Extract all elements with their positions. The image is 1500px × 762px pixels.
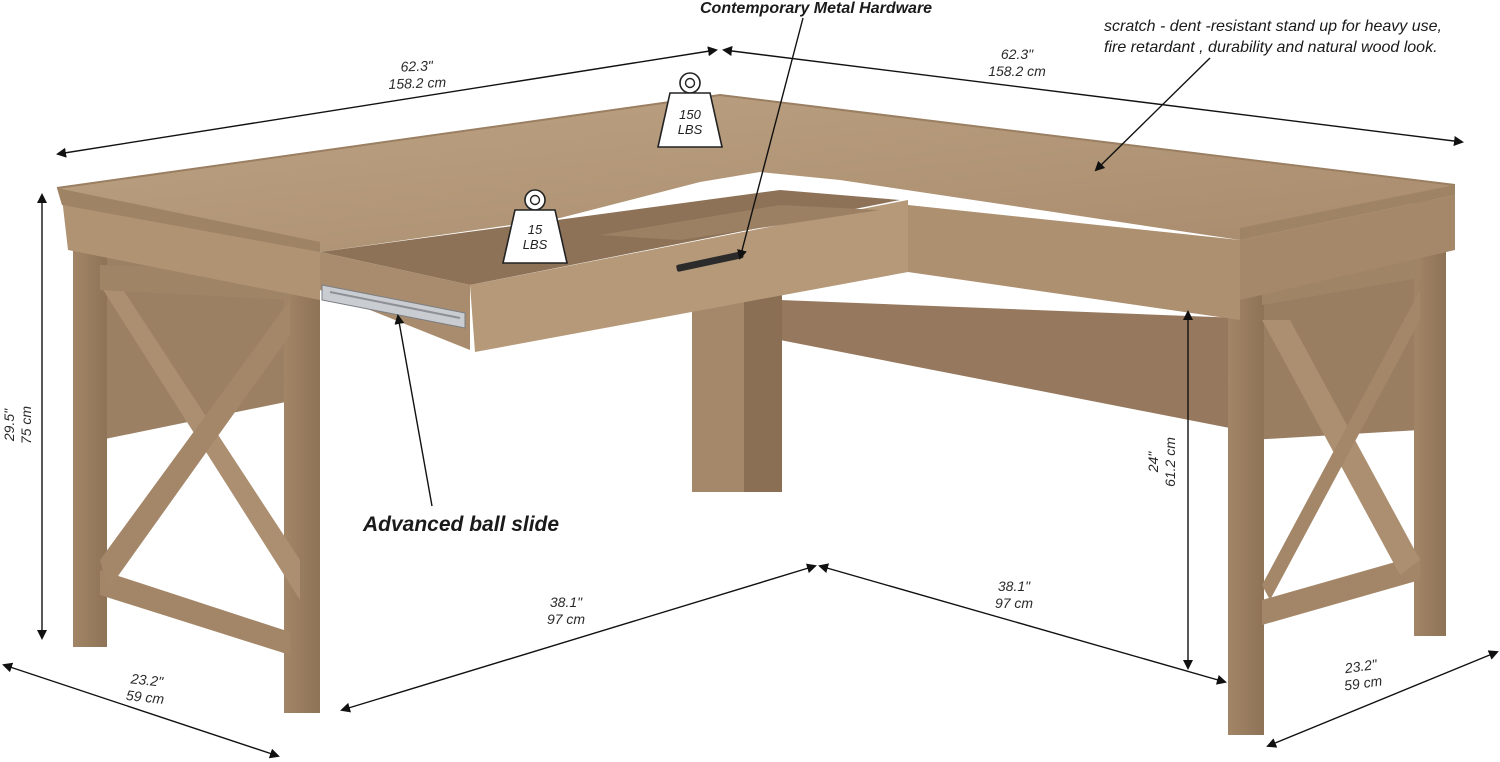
desktop-top — [57, 95, 1455, 252]
leader-surface — [1094, 57, 1211, 172]
desk — [56, 93, 1456, 735]
leader-ball-slide — [394, 314, 433, 507]
surface-callout-line-2: fire retardant , durability and natural … — [1104, 39, 1438, 56]
dim-inner-left-metric: 97 cm — [546, 611, 586, 627]
right-x-frame — [1228, 200, 1446, 735]
dim-knee-label: 24" 61.2 cm — [1145, 422, 1179, 502]
dim-height-label: 29.5" 75 cm — [1, 385, 35, 465]
ball-slide-callout: Advanced ball slide — [363, 513, 560, 536]
dim-depth-right-arrow — [1266, 650, 1499, 748]
left-x-frame — [73, 205, 320, 713]
dim-inner-right-label: 38.1" 97 cm — [974, 578, 1054, 612]
dim-top-right-metric: 158.2 cm — [988, 63, 1046, 79]
weight-drawer-unit: LBS — [522, 237, 548, 252]
weight-label-top: 150 LBS — [665, 107, 715, 137]
desktop-edge — [57, 188, 320, 252]
weight-label-drawer: 15 LBS — [510, 222, 560, 252]
ball-slide — [321, 284, 466, 329]
dim-inner-right-imperial: 38.1" — [997, 578, 1031, 594]
surface-callout: scratch - dent -resistant stand up for h… — [1104, 16, 1442, 58]
weight-drawer-value: 15 — [527, 222, 543, 237]
weight-top-unit: LBS — [677, 122, 703, 137]
dim-top-left-label: 62.3" 158.2 cm — [371, 56, 462, 93]
weight-top-value: 150 — [679, 107, 701, 122]
weight-icon-drawer — [501, 189, 569, 264]
dim-top-left-arrow — [56, 46, 718, 158]
dim-inner-right-metric: 97 cm — [994, 595, 1034, 611]
dim-top-right-imperial: 62.3" — [1000, 46, 1034, 62]
dim-top-left-metric: 158.2 cm — [388, 73, 447, 92]
dim-inner-left-imperial: 38.1" — [549, 594, 583, 610]
dimension-lines — [2, 17, 1499, 759]
dim-top-right-arrow — [722, 46, 1464, 146]
right-back-panel — [780, 300, 1240, 430]
left-apron — [62, 198, 320, 300]
drawer-handle — [676, 251, 744, 272]
dim-height-metric: 75 cm — [18, 405, 34, 445]
leader-hardware — [737, 17, 804, 260]
dim-inner-left-arrow — [340, 563, 817, 713]
center-leg — [692, 290, 782, 492]
hardware-callout: Contemporary Metal Hardware — [700, 0, 933, 17]
dim-inner-left-label: 38.1" 97 cm — [526, 594, 606, 628]
dim-height-imperial: 29.5" — [1, 408, 17, 442]
right-apron — [908, 205, 1240, 320]
surface-callout-line-1: scratch - dent -resistant stand up for h… — [1104, 18, 1442, 35]
dim-knee-imperial: 24" — [1145, 451, 1161, 473]
dim-top-right-label: 62.3" 158.2 cm — [972, 46, 1062, 80]
right-end-apron — [1240, 195, 1455, 300]
dim-depth-left-arrow — [2, 662, 280, 759]
dim-inner-right-arrow — [818, 563, 1227, 685]
dim-knee-metric: 61.2 cm — [1162, 437, 1178, 487]
